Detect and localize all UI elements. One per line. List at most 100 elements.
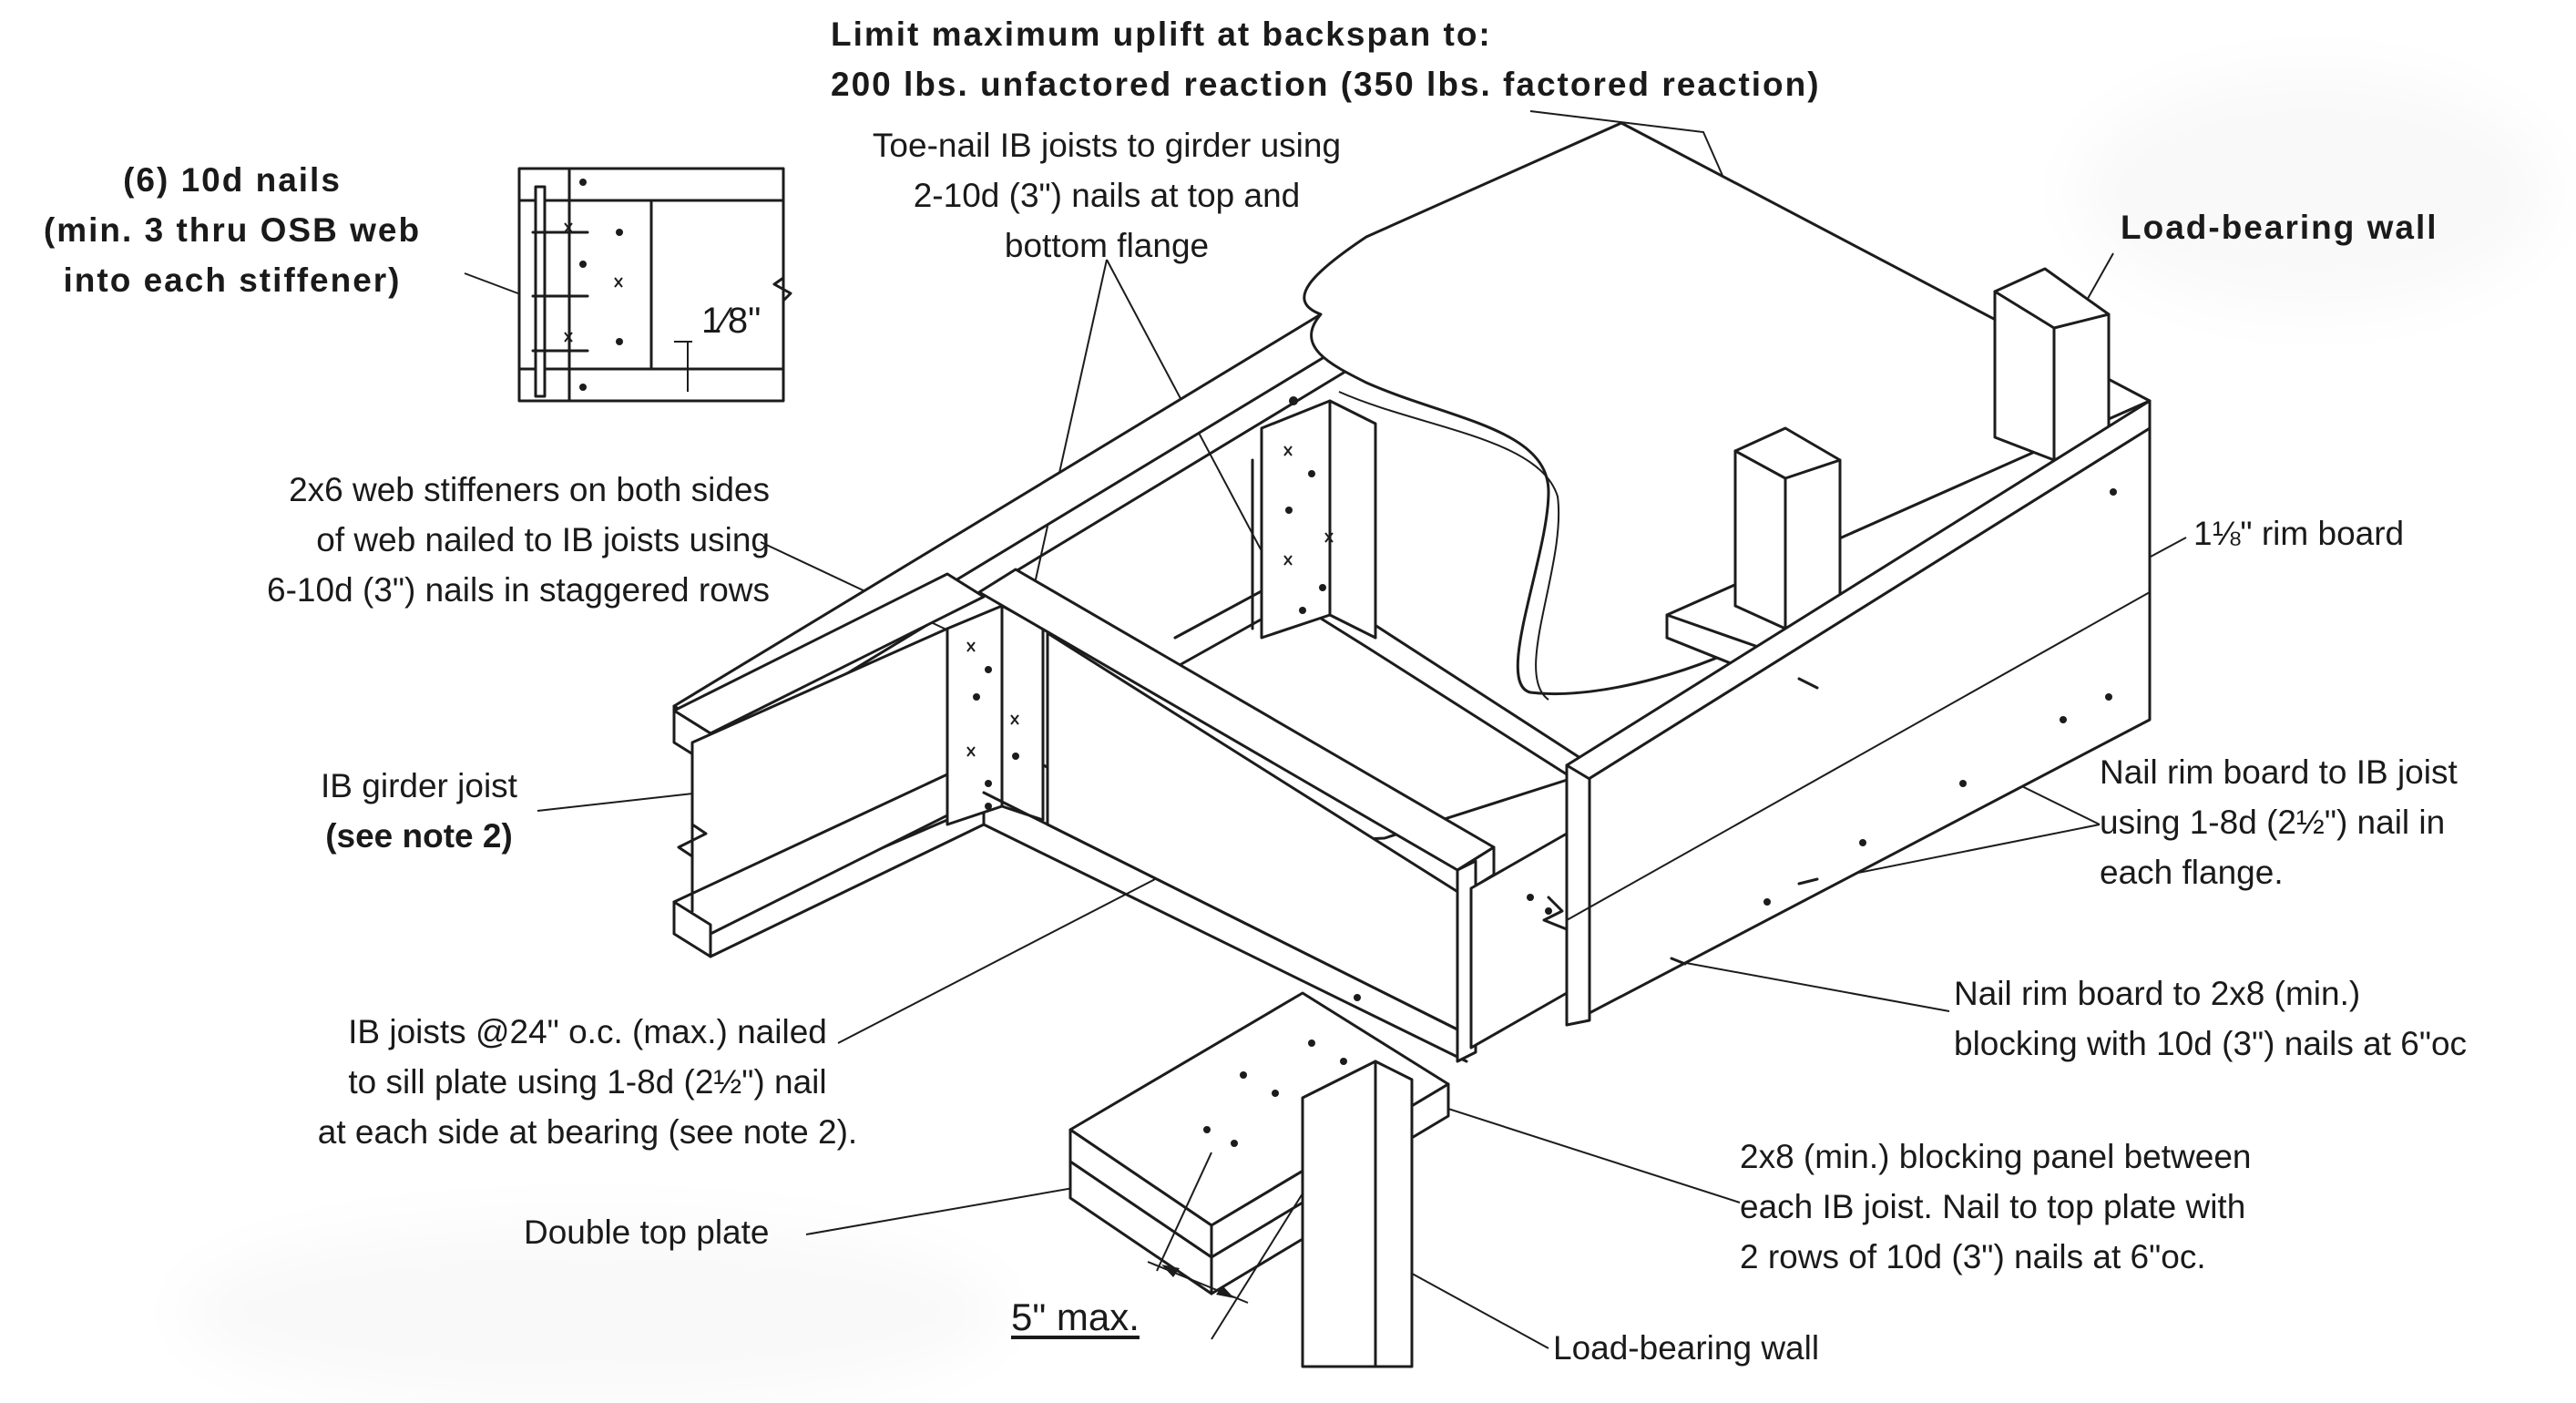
blocking-panel-note-line3: 2 rows of 10d (3") nails at 6"oc. <box>1740 1238 2206 1275</box>
double-top-plate-label: Double top plate <box>524 1214 770 1251</box>
blocking-nail-dot <box>1545 907 1552 915</box>
detail-nail-dot <box>579 384 587 391</box>
toenail-note: Toe-nail IB joists to girder using 2-10d… <box>815 120 1398 271</box>
back-stiffener-side <box>1328 399 1377 640</box>
rim-nail-stroke <box>1670 957 1687 966</box>
rim-nail-stroke <box>1797 677 1819 690</box>
uplift-note: Limit maximum uplift at backspan to: 200… <box>831 9 1821 109</box>
plate-nail-dot <box>1272 1090 1279 1097</box>
ib-girder-joist <box>672 572 986 958</box>
rim-nail-note: Nail rim board to IB joist using 1-8d (2… <box>2100 747 2458 897</box>
upper-load-bearing-wall <box>1665 267 2152 676</box>
ib-joists-note-line1: IB joists @24" o.c. (max.) nailed <box>348 1013 827 1050</box>
nail-dot <box>1012 753 1019 760</box>
wall-stud-left-top <box>1784 458 1842 480</box>
dim-arrow-left <box>1161 1265 1180 1277</box>
ib-joists-note: IB joists @24" o.c. (max.) nailed to sil… <box>232 1007 943 1157</box>
five-inch-dimension <box>1147 1152 1303 1340</box>
nail-dot <box>985 780 992 787</box>
toenail-note-line1: Toe-nail IB joists to girder using <box>872 127 1342 164</box>
blocking-panel-note-line2: each IB joist. Nail to top plate with <box>1740 1188 2246 1225</box>
rim-blocking-note: Nail rim board to 2x8 (min.) blocking wi… <box>1954 968 2467 1069</box>
nail-dot <box>1319 584 1326 591</box>
front-web-stiffener <box>946 604 1045 826</box>
plate-nail-dot <box>1308 1039 1315 1047</box>
web-stiffener-note-line2: of web nailed to IB joists using <box>316 521 770 558</box>
detail-nail-dot <box>579 261 587 268</box>
dim-extension-left <box>1156 1152 1212 1272</box>
blocking-panel-note: 2x8 (min.) blocking panel between each I… <box>1740 1132 2252 1282</box>
blocking-panel-note-line1: 2x8 (min.) blocking panel between <box>1740 1138 2252 1175</box>
rim-nail-note-line1: Nail rim board to IB joist <box>2100 753 2458 791</box>
rim-nail-dot <box>2110 488 2117 496</box>
plate-nail-dot <box>1231 1140 1238 1147</box>
rim-nail-dot <box>1959 780 1967 787</box>
load-bearing-wall-bottom-label: Load-bearing wall <box>1553 1329 1820 1367</box>
nail-dot <box>985 666 992 673</box>
detail-end-block <box>534 185 547 398</box>
nail-dot <box>973 693 980 701</box>
web-stiffener-note: 2x6 web stiffeners on both sides of web … <box>173 465 770 615</box>
front-stiffener-x-marks <box>966 641 1019 757</box>
inner-joist-lower-flange <box>1178 599 1569 776</box>
detail-nail-dot <box>616 338 623 345</box>
rim-blocking-note-line2: blocking with 10d (3") nails at 6"oc <box>1954 1025 2468 1062</box>
wall-stud-right <box>1993 267 2111 462</box>
detail-break-symbol <box>772 262 792 366</box>
lower-wall-stud-face <box>1301 1060 1377 1368</box>
blocking-break-symbol <box>1542 896 1569 931</box>
connection-detail-inset <box>517 167 792 403</box>
rim-nail-dot <box>2060 716 2067 723</box>
plate-nail-dot <box>1203 1126 1211 1133</box>
isometric-framing-drawing <box>464 110 2187 1368</box>
nail-dot <box>1285 507 1293 514</box>
rim-nail-dot <box>2105 693 2112 701</box>
back-web-stiffener <box>1260 396 1377 640</box>
rim-board-center-line <box>1566 591 2151 921</box>
web-stiffener-note-line3: 6-10d (3") nails in staggered rows <box>267 571 770 609</box>
front-stiffener-side <box>1000 604 1045 822</box>
nails-note-line3: into each stiffener) <box>63 261 402 299</box>
deck-cut-edge <box>1338 391 1560 701</box>
detail-x-marks <box>564 222 623 343</box>
detail-nail-dot <box>616 229 623 236</box>
toenail-note-line2: 2-10d (3") nails at top and <box>913 177 1301 214</box>
girder-joist-note: IB girder joist (see note 2) <box>301 761 537 861</box>
rim-board-label: 1⅛" rim board <box>2193 515 2405 552</box>
nails-note: (6) 10d nails (min. 3 thru OSB web into … <box>14 155 451 305</box>
nail-dot <box>985 803 992 810</box>
joist-bottom-flange-bottom <box>982 823 1468 1063</box>
dim-extension-right <box>1211 1193 1303 1340</box>
nail-dot <box>1308 470 1315 477</box>
load-bearing-wall-top-label: Load-bearing wall <box>2121 209 2438 246</box>
ib-cantilever-joist <box>977 568 1496 1063</box>
floor-sheathing <box>1303 121 2152 701</box>
plate-nail-dot <box>1240 1071 1247 1079</box>
top-plate-and-wall <box>1068 991 1450 1368</box>
blocking-nail-dot <box>1527 894 1534 901</box>
rim-nail-stroke <box>1797 877 1819 886</box>
blocking-face <box>1469 832 1569 1050</box>
framing-detail-diagram: Limit maximum uplift at backspan to: 200… <box>14 9 2467 1368</box>
detail-dimension-label: 1⁄8" <box>701 301 762 341</box>
nails-note-line2: (min. 3 thru OSB web <box>43 211 422 249</box>
rim-blocking-leader <box>1675 960 1950 1012</box>
plate-nail-dot <box>1354 994 1361 1001</box>
plate-nail-dot <box>1340 1058 1347 1065</box>
uplift-note-line2: 200 lbs. unfactored reaction (350 lbs. f… <box>831 66 1821 103</box>
rim-nail-note-line2: using 1-8d (2½") nail in <box>2100 804 2446 841</box>
rim-board <box>1565 399 2152 1027</box>
blocking-panel <box>1469 832 1569 1050</box>
girder-joist-note-line2: (see note 2) <box>325 817 513 855</box>
toe-nail-dot <box>1289 396 1298 405</box>
rim-nail-dot <box>1763 898 1771 906</box>
girder-break-symbol <box>677 745 708 913</box>
joist-bottom-flange-top <box>982 791 1468 1036</box>
nails-note-line1: (6) 10d nails <box>123 161 342 199</box>
toenail-note-line3: bottom flange <box>1004 227 1210 264</box>
front-stiffener-face <box>946 604 1004 826</box>
rim-board-end <box>1565 763 1591 1027</box>
uplift-note-line1: Limit maximum uplift at backspan to: <box>831 15 1492 53</box>
floor-deck-panel <box>1303 121 2152 696</box>
detail-nail-dot <box>579 179 587 186</box>
